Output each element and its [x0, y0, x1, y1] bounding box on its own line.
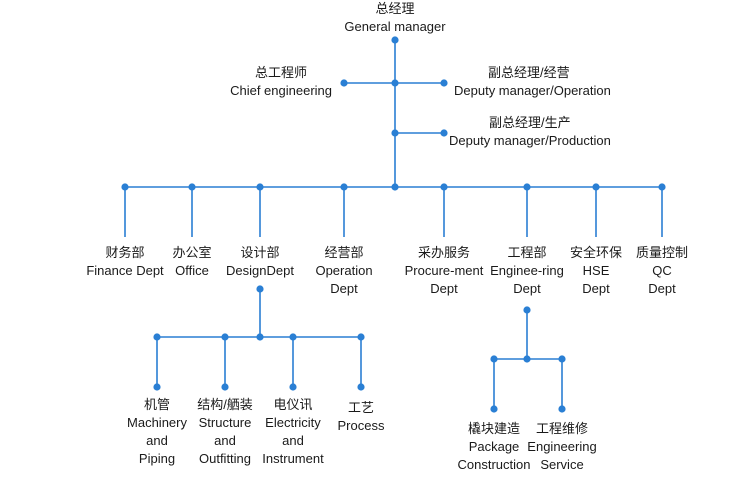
- sub-machinery-en3: Piping: [138, 451, 176, 466]
- dept-engineering-en2: Dept: [513, 281, 541, 296]
- chief-engineering-en: Chief engineering: [230, 83, 332, 98]
- dept-hse-en2: Dept: [582, 281, 610, 296]
- sub-service-zh: 工程维修: [535, 421, 589, 436]
- sub-machinery-en2: and: [146, 433, 168, 448]
- sub-package-en2: Construction: [457, 457, 531, 472]
- dept-finance: 财务部 Finance Dept: [86, 244, 163, 280]
- general-manager-en: General manager: [344, 19, 446, 34]
- sub-process: 工艺 Process: [338, 399, 385, 435]
- dept-operation: 经营部 Operation Dept: [315, 244, 372, 298]
- dept-design-en: DesignDept: [226, 263, 294, 278]
- sub-structure: 结构/舾装 Structure and Outfitting: [197, 396, 253, 468]
- deputy-production-zh: 副总经理/生产: [489, 115, 571, 130]
- sub-machinery: 机管 Machinery and Piping: [127, 396, 187, 468]
- general-manager-zh: 总经理: [375, 1, 415, 16]
- sub-structure-en2: and: [214, 433, 236, 448]
- dept-hse-zh: 安全环保: [569, 245, 623, 260]
- dept-engineering-en: Enginee-ring: [490, 263, 564, 278]
- sub-structure-zh: 结构/舾装: [197, 397, 253, 412]
- sub-electricity: 电仪讯 Electricity and Instrument: [262, 396, 323, 468]
- dept-procurement: 采办服务 Procure-ment Dept: [405, 244, 484, 298]
- deputy-operation-node: 副总经理/经营 Deputy manager/Operation: [454, 64, 611, 100]
- dept-operation-en: Operation: [315, 263, 373, 278]
- sub-service-en1: Engineering: [527, 439, 597, 454]
- dept-qc-en: QC: [652, 263, 672, 278]
- dept-engineering-zh: 工程部: [507, 245, 547, 260]
- sub-package-zh: 橇块建造: [467, 421, 521, 436]
- sub-process-en1: Process: [337, 418, 385, 433]
- dept-design: 设计部 DesignDept: [226, 244, 294, 280]
- dept-procurement-en2: Dept: [430, 281, 458, 296]
- sub-service: 工程维修 Engineering Service: [527, 420, 596, 474]
- dept-operation-en2: Dept: [330, 281, 358, 296]
- dept-hse: 安全环保 HSE Dept: [570, 244, 622, 298]
- dept-office-zh: 办公室: [172, 245, 212, 260]
- sub-service-en2: Service: [540, 457, 584, 472]
- chief-engineering-zh: 总工程师: [255, 65, 308, 80]
- dept-qc-en2: Dept: [648, 281, 676, 296]
- connector-nodes: [121, 36, 666, 413]
- sub-machinery-en1: Machinery: [127, 415, 187, 430]
- dept-hse-en: HSE: [582, 263, 610, 278]
- dept-engineering: 工程部 Enginee-ring Dept: [490, 244, 564, 298]
- sub-package-en1: Package: [468, 439, 520, 454]
- sub-structure-en3: Outfitting: [198, 451, 252, 466]
- dept-office: 办公室 Office: [172, 244, 211, 280]
- dept-qc-zh: 质量控制: [635, 245, 689, 260]
- dept-procurement-zh: 采办服务: [417, 245, 470, 260]
- general-manager-node: 总经理 General manager: [344, 0, 445, 36]
- sub-electricity-zh: 电仪讯: [273, 397, 313, 412]
- sub-machinery-zh: 机管: [143, 397, 170, 412]
- sub-process-zh: 工艺: [347, 400, 374, 415]
- deputy-operation-en: Deputy manager/Operation: [454, 83, 611, 98]
- dept-qc: 质量控制 QC Dept: [636, 244, 688, 298]
- dept-procurement-en: Procure-ment: [404, 263, 484, 278]
- dept-finance-en: Finance Dept: [86, 263, 164, 278]
- chief-engineering-node: 总工程师 Chief engineering: [230, 64, 332, 100]
- dept-operation-zh: 经营部: [324, 245, 364, 260]
- sub-electricity-en2: and: [282, 433, 304, 448]
- deputy-operation-zh: 副总经理/经营: [488, 65, 570, 80]
- dept-design-zh: 设计部: [240, 245, 280, 260]
- sub-electricity-en1: Electricity: [265, 415, 321, 430]
- sub-package: 橇块建造 Package Construction: [458, 420, 531, 474]
- sub-structure-en1: Structure: [198, 415, 252, 430]
- dept-finance-zh: 财务部: [105, 245, 145, 260]
- deputy-production-en: Deputy manager/Production: [449, 133, 611, 148]
- sub-electricity-en3: Instrument: [262, 451, 324, 466]
- dept-office-en: Office: [175, 263, 209, 278]
- deputy-production-node: 副总经理/生产 Deputy manager/Production: [449, 114, 611, 150]
